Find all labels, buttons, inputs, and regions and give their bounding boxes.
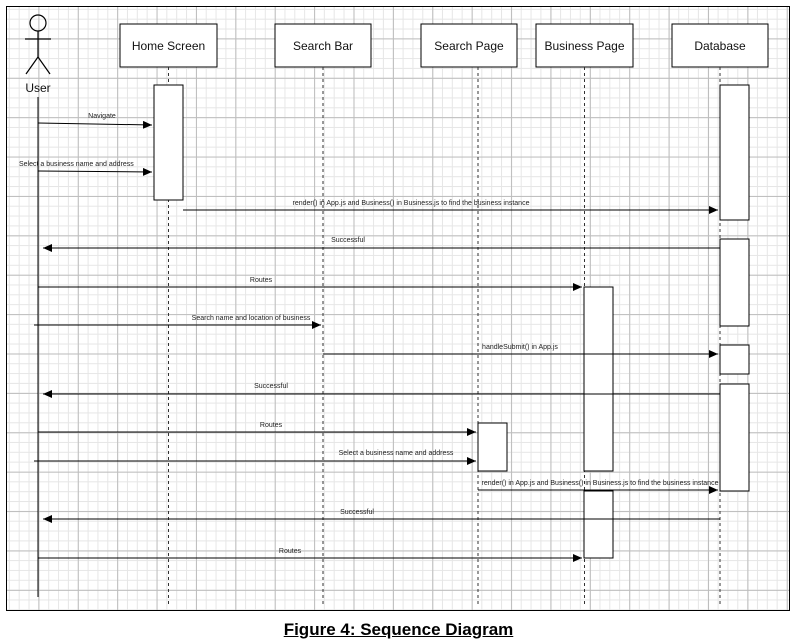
message-arrow: Routes xyxy=(38,422,476,436)
home-screen-activation xyxy=(153,84,184,201)
lifeline-home-screen: Home Screen xyxy=(119,23,218,68)
message-label: render() in App.js and Business() in Bus… xyxy=(482,480,719,487)
lifeline-business-page: Business Page xyxy=(535,23,634,68)
message-label: Select a business name and address xyxy=(339,450,454,457)
message-label: Routes xyxy=(260,422,283,429)
message-arrow: Routes xyxy=(38,548,582,562)
message-arrow: Select a business name and address xyxy=(34,450,476,465)
lifeline-label-database: Database xyxy=(694,39,746,53)
database-activation xyxy=(719,238,750,327)
message-arrow: Successful xyxy=(43,509,720,523)
message-arrow: Successful xyxy=(43,237,720,252)
message-label: handleSubmit() in App.js xyxy=(482,344,558,351)
database-activation xyxy=(719,344,750,375)
message-arrow: Successful xyxy=(43,383,720,398)
message-label: Successful xyxy=(331,237,365,244)
sequence-diagram: User Home Screen Search Bar Search Page … xyxy=(6,6,790,611)
message-label: Successful xyxy=(340,509,374,516)
message-label: Search name and location of business xyxy=(192,315,311,322)
message-arrow: render() in App.js and Business() in Bus… xyxy=(478,480,719,494)
diagram-canvas: User Home Screen Search Bar Search Page … xyxy=(19,14,769,607)
lifeline-label-business-page: Business Page xyxy=(544,39,624,53)
search-page-activation xyxy=(477,422,508,472)
business-page-activation xyxy=(583,490,614,559)
message-label: Routes xyxy=(250,277,273,284)
message-arrow: Search name and location of business xyxy=(34,315,321,329)
lifeline-label-search-page: Search Page xyxy=(434,39,504,53)
lifeline-label-search-bar: Search Bar xyxy=(293,39,353,53)
message-arrow: Navigate xyxy=(37,113,153,129)
message-arrow: Routes xyxy=(38,277,582,291)
message-label: Successful xyxy=(254,383,288,390)
message-label: render() in App.js and Business() in Bus… xyxy=(293,200,530,207)
lifeline-search-bar: Search Bar xyxy=(274,23,372,68)
message-label: Routes xyxy=(279,548,302,555)
lifeline-search-page: Search Page xyxy=(420,23,518,68)
user-actor-icon xyxy=(25,14,51,75)
database-activation xyxy=(719,84,750,221)
lifeline-database: Database xyxy=(671,23,769,68)
message-label: Select a business name and address xyxy=(19,161,134,168)
database-activation xyxy=(719,383,750,492)
user-actor-label: User xyxy=(25,81,50,95)
message-arrow: render() in App.js and Business() in Bus… xyxy=(183,200,718,214)
message-arrow: Select a business name and address xyxy=(19,161,153,176)
message-label: Navigate xyxy=(88,113,116,120)
lifeline-label-home-screen: Home Screen xyxy=(132,39,205,53)
message-arrow: handleSubmit() in App.js xyxy=(323,344,718,358)
figure-caption: Figure 4: Sequence Diagram xyxy=(283,620,514,639)
business-page-activation xyxy=(583,286,614,472)
